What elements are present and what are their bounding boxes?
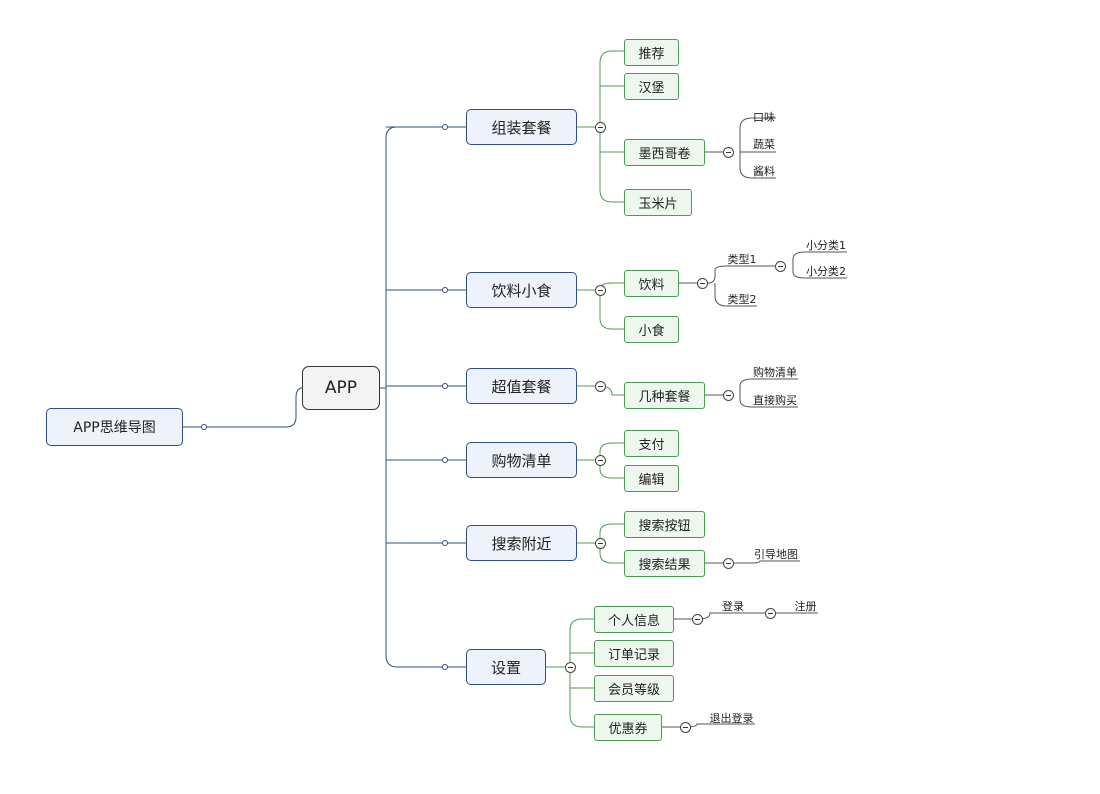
subtopic-pay[interactable]: 支付 <box>624 430 679 457</box>
topic-value-combo[interactable]: 超值套餐 <box>466 368 577 404</box>
topic-combo[interactable]: 组装套餐 <box>466 109 577 145</box>
collapse-toggle-icon[interactable] <box>595 285 606 296</box>
connector-dot <box>442 457 448 463</box>
leaf-buy-now[interactable]: 直接购买 <box>753 394 797 407</box>
subtopic-edit[interactable]: 编辑 <box>624 465 679 492</box>
leaf-login[interactable]: 登录 <box>722 600 744 613</box>
topic-settings[interactable]: 设置 <box>466 649 546 685</box>
leaf-type1[interactable]: 类型1 <box>727 253 757 266</box>
topic-cart[interactable]: 购物清单 <box>466 442 577 478</box>
leaf-subcategory1[interactable]: 小分类1 <box>806 239 846 252</box>
collapse-toggle-icon[interactable] <box>765 608 776 619</box>
collapse-toggle-icon[interactable] <box>723 147 734 158</box>
subtopic-combos[interactable]: 几种套餐 <box>624 382 705 409</box>
leaf-shopping-list[interactable]: 购物清单 <box>753 366 797 379</box>
collapse-toggle-icon[interactable] <box>595 122 606 133</box>
collapse-toggle-icon[interactable] <box>775 261 786 272</box>
collapse-toggle-icon[interactable] <box>680 722 691 733</box>
topic-search[interactable]: 搜索附近 <box>466 525 577 561</box>
subtopic-snack[interactable]: 小食 <box>624 316 679 343</box>
central-topic[interactable]: APP <box>302 366 380 410</box>
subtopic-orders[interactable]: 订单记录 <box>594 640 674 667</box>
collapse-toggle-icon[interactable] <box>565 662 576 673</box>
connector-dot <box>442 383 448 389</box>
collapse-toggle-icon[interactable] <box>692 614 703 625</box>
collapse-toggle-icon[interactable] <box>595 455 606 466</box>
collapse-toggle-icon[interactable] <box>697 278 708 289</box>
subtopic-burrito[interactable]: 墨西哥卷 <box>624 139 705 166</box>
subtopic-recommend[interactable]: 推荐 <box>624 39 679 66</box>
connector-dot <box>442 540 448 546</box>
subtopic-drinks[interactable]: 饮料 <box>624 270 679 297</box>
subtopic-profile[interactable]: 个人信息 <box>594 606 674 633</box>
subtopic-burger[interactable]: 汉堡 <box>624 73 679 100</box>
subtopic-corn-chips[interactable]: 玉米片 <box>624 189 692 216</box>
subtopic-membership[interactable]: 会员等级 <box>594 675 674 702</box>
root-node[interactable]: APP思维导图 <box>46 408 183 446</box>
leaf-flavor[interactable]: 口味 <box>753 111 775 124</box>
connector-dot <box>442 287 448 293</box>
collapse-toggle-icon[interactable] <box>595 538 606 549</box>
subtopic-coupons[interactable]: 优惠券 <box>594 714 662 741</box>
connector-dot <box>442 124 448 130</box>
leaf-register[interactable]: 注册 <box>794 600 817 613</box>
leaf-type2[interactable]: 类型2 <box>727 293 757 306</box>
topic-snacks[interactable]: 饮料小食 <box>466 272 577 308</box>
leaf-logout[interactable]: 退出登录 <box>709 712 754 725</box>
leaf-vegetable[interactable]: 蔬菜 <box>753 138 775 151</box>
subtopic-search-button[interactable]: 搜索按钮 <box>624 511 705 538</box>
collapse-toggle-icon[interactable] <box>723 558 734 569</box>
subtopic-search-results[interactable]: 搜索结果 <box>624 550 705 577</box>
collapse-dot[interactable] <box>201 424 207 430</box>
collapse-toggle-icon[interactable] <box>595 381 606 392</box>
collapse-toggle-icon[interactable] <box>723 390 734 401</box>
leaf-sauce[interactable]: 酱料 <box>753 165 775 178</box>
leaf-guide-map[interactable]: 引导地图 <box>754 548 798 561</box>
connector-dot <box>442 664 448 670</box>
leaf-subcategory2[interactable]: 小分类2 <box>806 265 846 278</box>
